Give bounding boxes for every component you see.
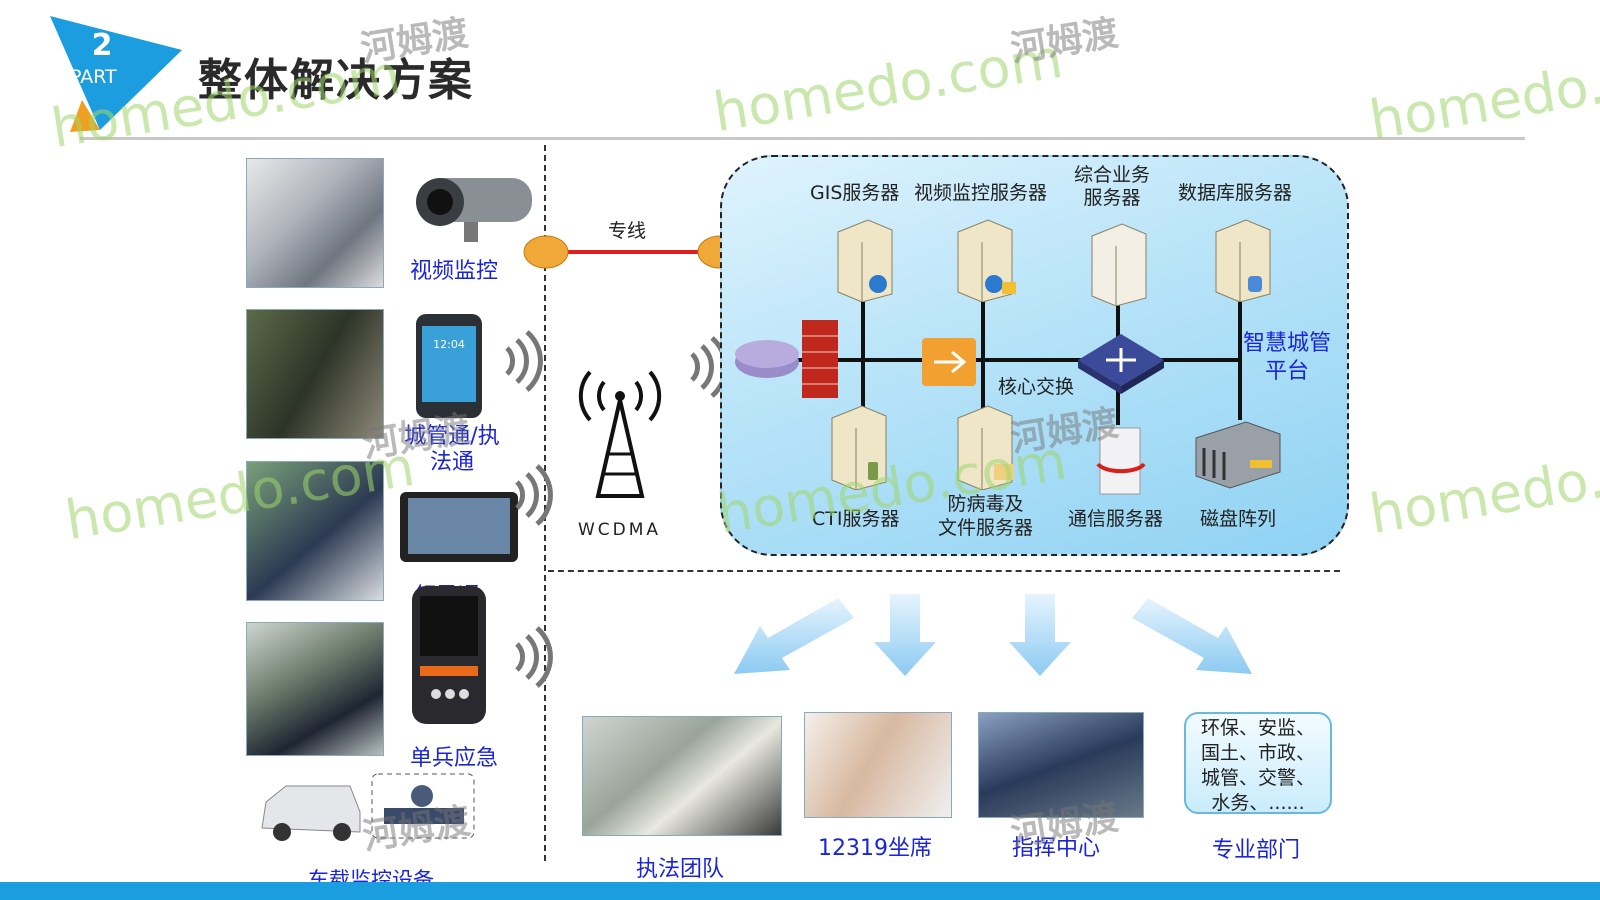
officer-phone-photo [246, 309, 384, 439]
bicycles-photo [246, 158, 384, 288]
antivirus-server-label: 防病毒及 文件服务器 [938, 493, 1034, 539]
firewall-icon [802, 320, 838, 398]
video-surveillance-label: 视频监控 [410, 259, 499, 284]
part-badge [50, 16, 182, 132]
business-server-label: 综合业务 服务器 [1074, 164, 1151, 209]
vertical-divider [544, 145, 546, 861]
antivirus-server-icon [957, 405, 1014, 490]
comm-server-label: 通信服务器 [1068, 508, 1164, 530]
header-divider [80, 137, 1525, 140]
officer-photo-taking [246, 622, 384, 756]
hotline-photo [804, 712, 952, 818]
watermark-brand-3: homedo.com [1365, 34, 1600, 153]
tablet-icon [400, 492, 518, 562]
chengguan-app-label: 城管通/执 法通 [404, 424, 500, 475]
enforcement-team-photo [582, 716, 782, 836]
watermark-brand-6: homedo.com [1365, 428, 1600, 547]
output-arrows [734, 594, 1252, 676]
database-server-label: 数据库服务器 [1178, 182, 1293, 204]
officer-camera-photo [246, 461, 384, 601]
gis-server-label: GIS服务器 [810, 182, 900, 204]
core-switch-icon [1078, 334, 1164, 394]
footer-bar [0, 882, 1600, 900]
single-soldier-label: 单兵应急 [410, 746, 499, 771]
platform-name-label: 智慧城管 平台 [1243, 331, 1332, 384]
ip-camera-icon [416, 178, 532, 242]
dedicated-line-label: 专线 [608, 220, 647, 242]
page-title: 整体解决方案 [198, 55, 474, 106]
handheld-terminal-icon [412, 586, 486, 724]
disk-array-label: 磁盘阵列 [1200, 508, 1277, 530]
horizontal-divider [548, 570, 1340, 572]
command-center-photo [978, 712, 1144, 818]
departments-label: 专业部门 [1212, 838, 1301, 863]
comm-server-icon [1096, 427, 1146, 495]
part-number: 2 [91, 28, 113, 63]
svg-text:12:04: 12:04 [433, 338, 465, 351]
smartphone-icon: 12:04 [416, 314, 482, 418]
database-server-icon [1215, 219, 1271, 302]
wcdma-label: WCDMA [578, 520, 662, 540]
vehicle-camera-icon [261, 773, 475, 841]
video-server-icon [957, 219, 1016, 302]
signal-waves-icon [505, 330, 543, 392]
command-center-label: 指挥中心 [1012, 836, 1101, 861]
hotline-label: 12319坐席 [818, 836, 932, 861]
cti-server-label: CTI服务器 [812, 508, 900, 530]
signal-waves-icon-3 [515, 626, 553, 688]
core-switch-label: 核心交换 [998, 376, 1075, 398]
business-server-icon [1091, 223, 1147, 306]
signal-waves-icon-2 [515, 464, 553, 526]
access-switch-icon [922, 338, 976, 386]
cti-server-icon [831, 405, 887, 490]
router-icon [735, 340, 799, 378]
video-server-label: 视频监控服务器 [914, 182, 1048, 204]
disk-array-icon [1195, 421, 1281, 489]
enforcement-team-label: 执法团队 [636, 857, 725, 882]
gis-server-icon [837, 219, 893, 302]
watermark-cn-2: 河姆渡 [1008, 12, 1122, 71]
departments-box: 环保、安监、 国土、市政、 城管、交警、 水务、...... [1184, 712, 1332, 814]
cell-tower-icon [578, 370, 662, 498]
part-label: PART [70, 66, 117, 88]
